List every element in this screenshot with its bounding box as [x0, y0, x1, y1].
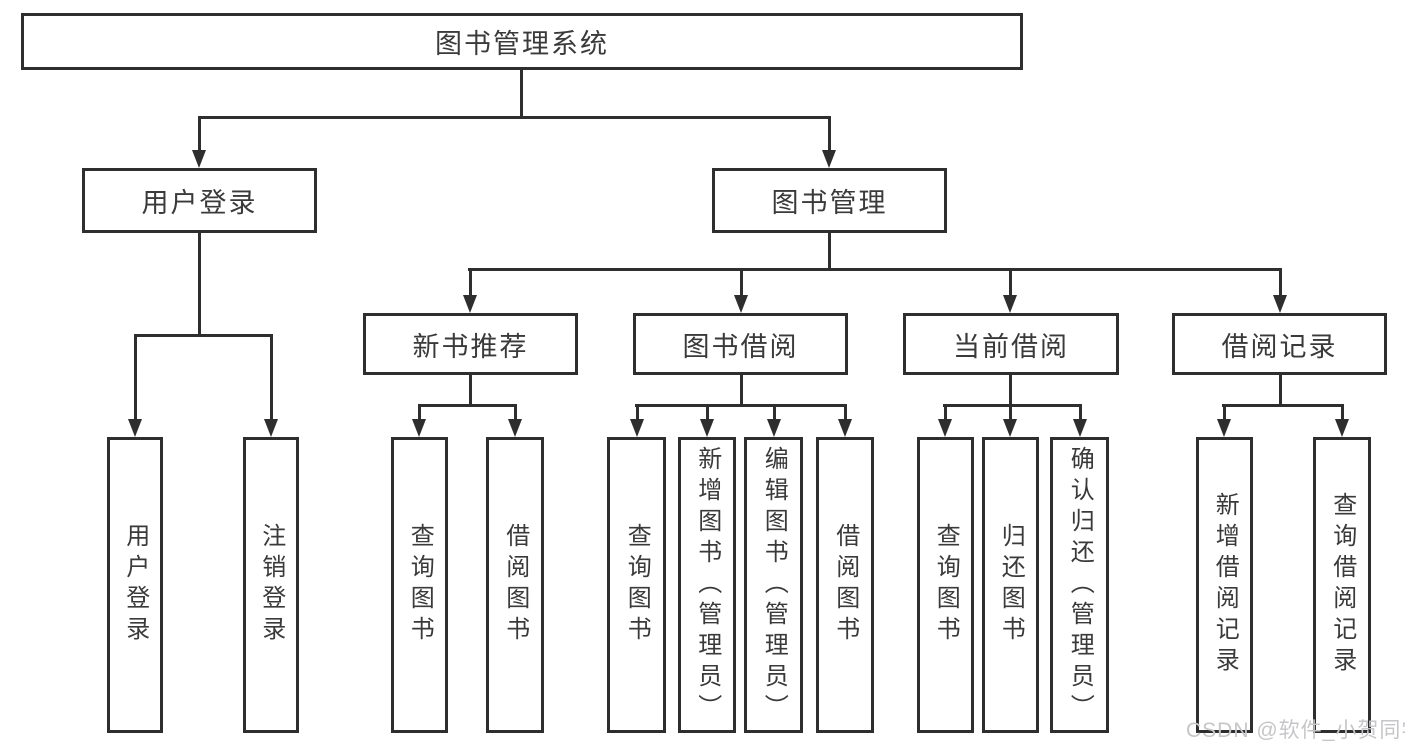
arrowhead-down-icon [192, 150, 206, 168]
connector-vline [198, 233, 201, 336]
connector-arrow-shaft [740, 268, 743, 296]
connector-arrow-shaft [418, 404, 421, 420]
connector-vline [469, 375, 472, 406]
leaf-recommend-query-book-label: 查询图书 [406, 523, 434, 647]
connector-arrow-shaft [1279, 268, 1282, 296]
leaf-borrow-query-book-label: 查询图书 [623, 523, 651, 647]
connector-arrow-shaft [198, 116, 201, 151]
connector-arrow-shaft [844, 404, 847, 420]
leaf-add-book-admin: 新增图书（管理员） [678, 437, 736, 733]
leaf-current-query-book: 查询图书 [917, 437, 974, 733]
leaf-recommend-borrow-book: 借阅图书 [486, 437, 544, 733]
connector-hline [635, 404, 846, 407]
leaf-query-borrow-record: 查询借阅记录 [1313, 437, 1371, 733]
arrowhead-down-icon [463, 295, 477, 313]
connector-vline [520, 68, 523, 119]
connector-hline [198, 116, 831, 119]
connector-arrow-shaft [828, 116, 831, 151]
connector-arrow-shaft [514, 404, 517, 420]
arrowhead-down-icon [700, 419, 714, 437]
leaf-logout-label: 注销登录 [257, 523, 285, 647]
connector-vline [1279, 375, 1282, 406]
connector-vline [740, 375, 743, 406]
connector-vline [1009, 375, 1012, 406]
leaf-confirm-return-admin-label: 确认归还（管理员） [1066, 445, 1094, 725]
connector-arrow-shaft [773, 404, 776, 420]
arrowhead-down-icon [630, 419, 644, 437]
leaf-add-borrow-record: 新增借阅记录 [1196, 437, 1253, 733]
leaf-query-borrow-record-label: 查询借阅记录 [1328, 492, 1356, 678]
csdn-watermark: CSDN @软件_小贺同学 [1186, 719, 1405, 742]
arrowhead-down-icon [1335, 419, 1349, 437]
node-user-login: 用户登录 [82, 168, 317, 233]
connector-arrow-shaft [469, 268, 472, 296]
leaf-user-login: 用户登录 [107, 437, 163, 733]
connector-arrow-shaft [134, 334, 137, 420]
node-book-management: 图书管理 [712, 168, 947, 233]
arrowhead-down-icon [264, 419, 278, 437]
connector-arrow-shaft [636, 404, 639, 420]
arrowhead-down-icon [508, 419, 522, 437]
arrowhead-down-icon [1003, 419, 1017, 437]
node-current-borrow: 当前借阅 [903, 313, 1119, 375]
arrowhead-down-icon [128, 419, 142, 437]
leaf-edit-book-admin: 编辑图书（管理员） [744, 437, 803, 733]
connector-hline [134, 334, 273, 337]
arrowhead-down-icon [822, 150, 836, 168]
connector-arrow-shaft [1009, 268, 1012, 296]
arrowhead-down-icon [734, 295, 748, 313]
arrowhead-down-icon [767, 419, 781, 437]
connector-arrow-shaft [1079, 404, 1082, 420]
leaf-recommend-borrow-book-label: 借阅图书 [501, 523, 529, 647]
node-borrow-records: 借阅记录 [1172, 313, 1387, 375]
leaf-return-book-label: 归还图书 [997, 523, 1025, 647]
leaf-edit-book-admin-label: 编辑图书（管理员） [760, 445, 788, 725]
leaf-borrow-borrow-book: 借阅图书 [816, 437, 874, 733]
node-new-book-recommend: 新书推荐 [363, 313, 578, 375]
connector-arrow-shaft [1341, 404, 1344, 420]
arrowhead-down-icon [1073, 419, 1087, 437]
connector-hline [943, 404, 1082, 407]
leaf-recommend-query-book: 查询图书 [391, 437, 448, 733]
leaf-confirm-return-admin: 确认归还（管理员） [1050, 437, 1109, 733]
leaf-add-borrow-record-label: 新增借阅记录 [1211, 492, 1239, 678]
arrowhead-down-icon [1217, 419, 1231, 437]
arrowhead-down-icon [1273, 295, 1287, 313]
connector-hline [418, 404, 517, 407]
leaf-current-query-book-label: 查询图书 [932, 523, 960, 647]
connector-arrow-shaft [944, 404, 947, 420]
connector-arrow-shaft [270, 334, 273, 420]
node-book-borrow: 图书借阅 [633, 313, 848, 375]
arrowhead-down-icon [838, 419, 852, 437]
arrowhead-down-icon [412, 419, 426, 437]
leaf-borrow-query-book: 查询图书 [607, 437, 666, 733]
arrowhead-down-icon [1003, 295, 1017, 313]
node-library-system: 图书管理系统 [21, 13, 1023, 70]
connector-arrow-shaft [1009, 404, 1012, 420]
leaf-borrow-borrow-book-label: 借阅图书 [831, 523, 859, 647]
leaf-add-book-admin-label: 新增图书（管理员） [693, 445, 721, 725]
connector-hline [1222, 404, 1343, 407]
leaf-logout: 注销登录 [243, 437, 299, 733]
arrowhead-down-icon [938, 419, 952, 437]
leaf-user-login-label: 用户登录 [121, 523, 149, 647]
connector-vline [828, 233, 831, 270]
connector-arrow-shaft [706, 404, 709, 420]
leaf-return-book: 归还图书 [982, 437, 1039, 733]
connector-arrow-shaft [1223, 404, 1226, 420]
connector-hline [468, 268, 1282, 271]
